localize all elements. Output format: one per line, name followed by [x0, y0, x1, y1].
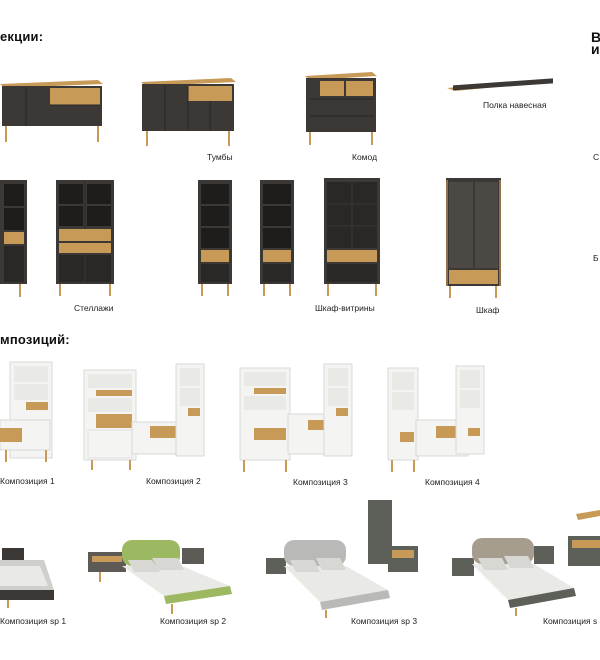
label-comp4: Композиция 4: [425, 477, 480, 487]
label-comp2: Композиция 2: [146, 476, 201, 486]
composition-sp2-image: [88, 540, 232, 614]
composition-sp4-image: [452, 510, 600, 616]
label-stellazhi: Стеллажи: [74, 303, 114, 313]
tumba-left-image: [0, 80, 103, 142]
right-heading-line2: и: [591, 41, 600, 57]
composition-3-image: [239, 363, 353, 472]
tumba-center-image: [141, 78, 236, 146]
label-komod: Комод: [352, 152, 378, 162]
polka-image: [447, 78, 553, 91]
shkaf-image: [446, 178, 501, 298]
label-compsp4: Композиция s: [543, 616, 598, 626]
right-heading-line1: В: [591, 29, 600, 45]
label-compsp3: Композиция sp 3: [351, 616, 418, 626]
label-compsp1: Композиция sp 1: [0, 616, 67, 626]
vitrina-narrow-1-image: [198, 180, 232, 296]
label-shkaf: Шкаф: [476, 305, 500, 315]
composition-4-image: [387, 365, 485, 472]
collection-heading: екции:: [0, 29, 44, 44]
composition-2-image: [83, 363, 205, 470]
label-shkaf-vitriny: Шкаф-витрины: [315, 303, 375, 313]
label-edge-c: С: [593, 152, 600, 162]
label-tumby: Тумбы: [207, 152, 233, 162]
composition-1-image: [0, 361, 53, 462]
label-edge-b: Б: [593, 253, 599, 263]
komod-image: [305, 72, 377, 145]
stellazh-narrow-image: [0, 180, 27, 297]
stellazh-wide-image: [56, 180, 114, 296]
label-polka: Полка навесная: [483, 100, 547, 110]
composition-sp1-image: [0, 548, 54, 608]
compositions-heading: мпозиций:: [0, 332, 70, 347]
composition-sp3-image: [266, 500, 418, 618]
label-comp1: Композиция 1: [0, 476, 55, 486]
vitrina-narrow-2-image: [260, 180, 294, 296]
vitrina-wide-image: [324, 178, 380, 296]
label-comp3: Композиция 3: [293, 477, 348, 487]
label-compsp2: Композиция sp 2: [160, 616, 227, 626]
